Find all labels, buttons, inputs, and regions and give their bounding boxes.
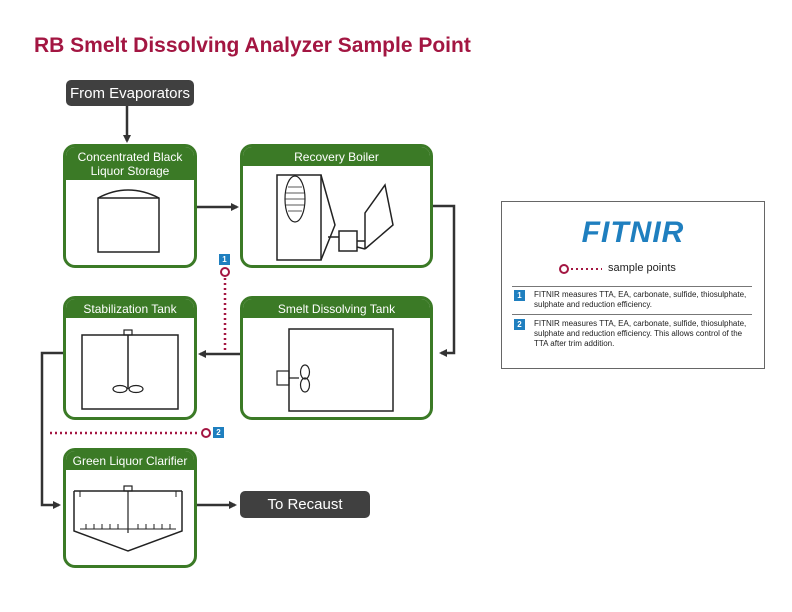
fitnir-logo: FITNIR — [581, 216, 685, 249]
box-title: Stabilization Tank — [66, 299, 194, 318]
legend-divider — [512, 314, 752, 315]
arrow-stabilization-to-clarifier — [40, 351, 64, 509]
legend-divider — [512, 286, 752, 287]
to-recaust-label: To Recaust — [240, 491, 370, 518]
legend-item-2-text: FITNIR measures TTA, EA, carbonate, sulf… — [534, 319, 747, 348]
sample-legend-label: sample points — [608, 262, 676, 274]
page-title: RB Smelt Dissolving Analyzer Sample Poin… — [34, 34, 471, 57]
clarifier-drawing — [73, 485, 183, 552]
sample-point-2-marker — [201, 428, 211, 438]
legend-badge-2: 2 — [514, 319, 525, 330]
smelt-dissolving-tank-box: Smelt Dissolving Tank — [240, 296, 433, 420]
recovery-boiler-drawing — [276, 174, 394, 261]
legend-item-1-text: FITNIR measures TTA, EA, carbonate, sulf… — [534, 290, 747, 309]
box-title: Concentrated Black Liquor Storage — [66, 147, 194, 180]
green-liquor-clarifier-box: Green Liquor Clarifier — [63, 448, 197, 568]
black-liquor-storage-box: Concentrated Black Liquor Storage — [63, 144, 197, 268]
stabilization-tank-drawing — [81, 329, 179, 410]
stabilization-tank-box: Stabilization Tank — [63, 296, 197, 420]
recovery-boiler-box: Recovery Boiler — [240, 144, 433, 268]
sample-legend-marker — [559, 264, 602, 274]
sample-badge-1: 1 — [219, 254, 230, 265]
sample-point-1-marker — [220, 267, 230, 277]
legend-panel: FITNIR sample points 1 FITNIR measures T… — [501, 201, 765, 369]
box-title: Recovery Boiler — [243, 147, 430, 166]
storage-tank-drawing — [97, 189, 160, 253]
smelt-tank-drawing — [276, 328, 394, 412]
arrow-boiler-to-smelt-tank — [432, 204, 456, 357]
from-evaporators-label: From Evaporators — [66, 80, 194, 106]
legend-badge-1: 1 — [514, 290, 525, 301]
box-title: Green Liquor Clarifier — [66, 451, 194, 470]
sample-badge-2: 2 — [213, 427, 224, 438]
box-title: Smelt Dissolving Tank — [243, 299, 430, 318]
